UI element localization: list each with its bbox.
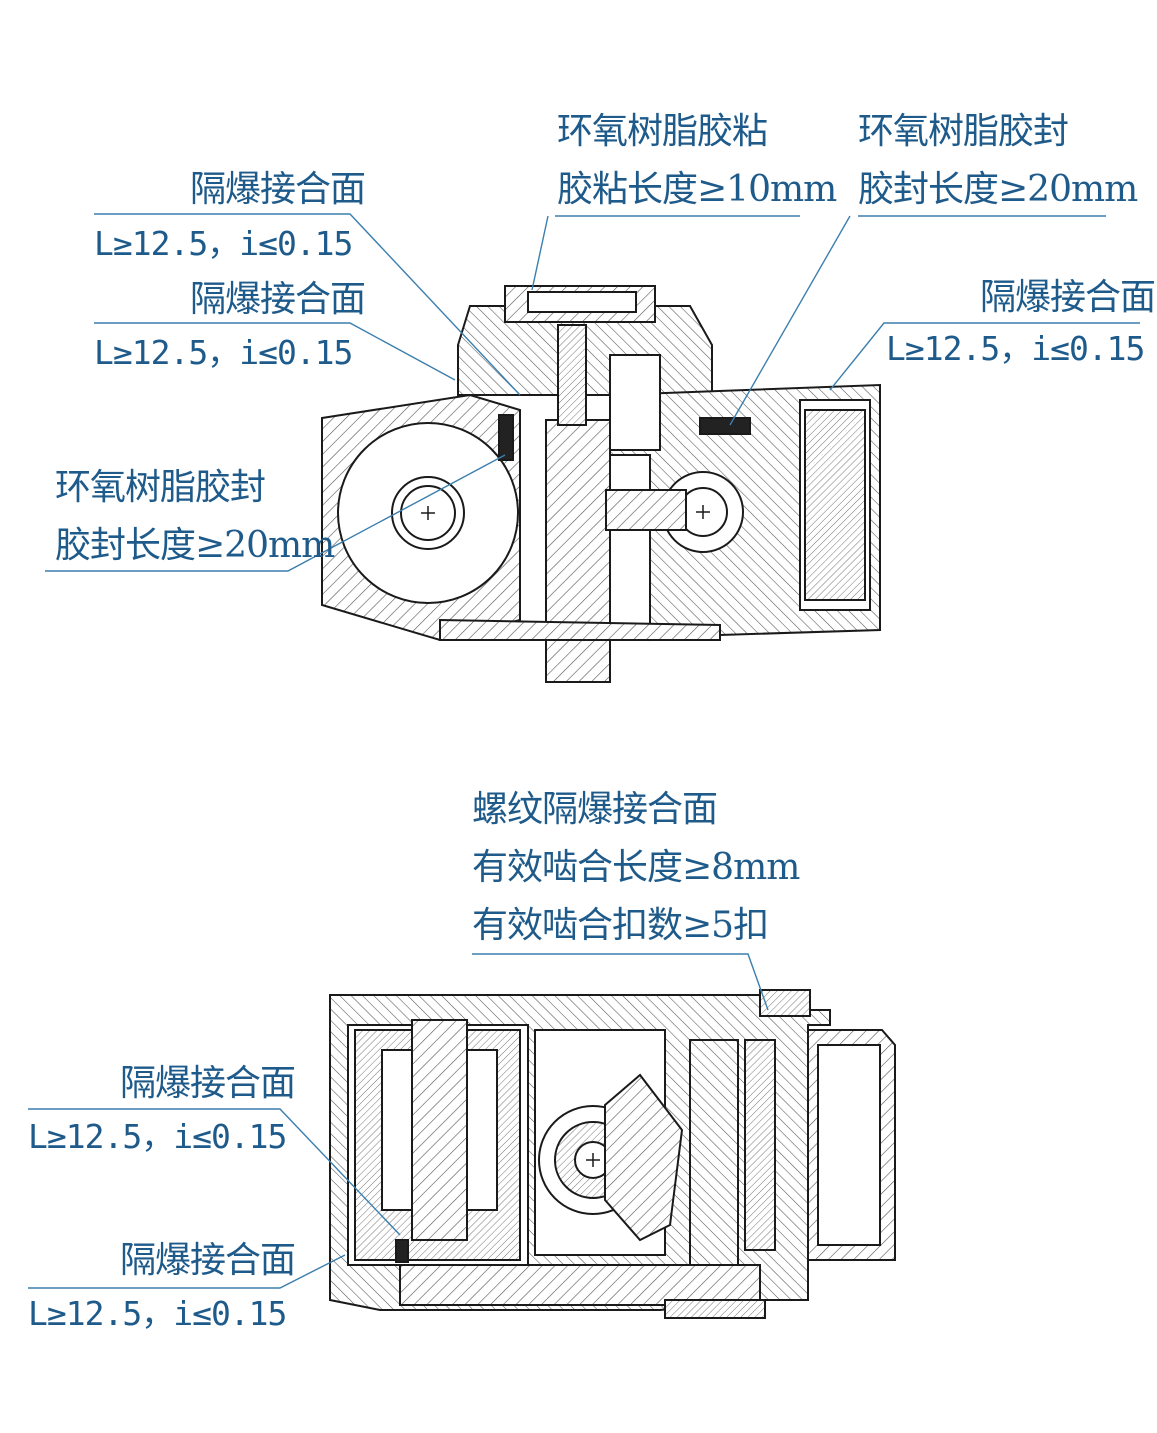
bottom-section-view xyxy=(329,989,896,1319)
epoxy-seal-length-left: 胶封长度≥20mm xyxy=(55,525,335,566)
sector-gear xyxy=(604,1073,684,1242)
epoxy-bond-title: 环氧树脂胶粘 xyxy=(557,111,768,152)
epoxy-seal-length-right: 胶封长度≥20mm xyxy=(858,169,1138,210)
thread-engage-length: 有效啮合长度≥8mm xyxy=(472,847,800,888)
thread-engage-count: 有效啮合扣数≥5扣 xyxy=(472,905,769,946)
epoxy-seal-left xyxy=(498,414,514,461)
flame-joint-1-title: 隔爆接合面 xyxy=(190,169,366,210)
flame-joint-1-spec: L≥12.5，i≤0.15 xyxy=(94,224,353,263)
flame-joint-4-spec: L≥12.5，i≤0.15 xyxy=(28,1117,287,1156)
output-shaft xyxy=(545,419,611,683)
worm-shaft xyxy=(689,1039,739,1296)
motor-seal xyxy=(395,1239,409,1263)
flame-joint-5-spec: L≥12.5，i≤0.15 xyxy=(28,1294,287,1333)
thread-joint-title: 螺纹隔爆接合面 xyxy=(472,789,718,830)
thread-plug xyxy=(759,989,811,1017)
flame-joint-5-title: 隔爆接合面 xyxy=(120,1240,296,1281)
top-leaders xyxy=(45,213,1140,572)
epoxy-seal-title-left: 环氧树脂胶封 xyxy=(55,467,266,508)
flame-joint-3-title: 隔爆接合面 xyxy=(980,277,1156,318)
top-section-view xyxy=(321,285,881,683)
epoxy-bond-length: 胶粘长度≥10mm xyxy=(557,169,837,210)
epoxy-seal-title-right: 环氧树脂胶封 xyxy=(858,111,1069,152)
flame-joint-4-title: 隔爆接合面 xyxy=(120,1063,296,1104)
epoxy-seal-right xyxy=(699,417,751,435)
flame-joint-2-title: 隔爆接合面 xyxy=(190,279,366,320)
flame-joint-2-spec: L≥12.5，i≤0.15 xyxy=(94,333,353,372)
bottom-leaders xyxy=(28,953,769,1289)
flame-joint-3-spec: L≥12.5，i≤0.15 xyxy=(886,329,1145,368)
